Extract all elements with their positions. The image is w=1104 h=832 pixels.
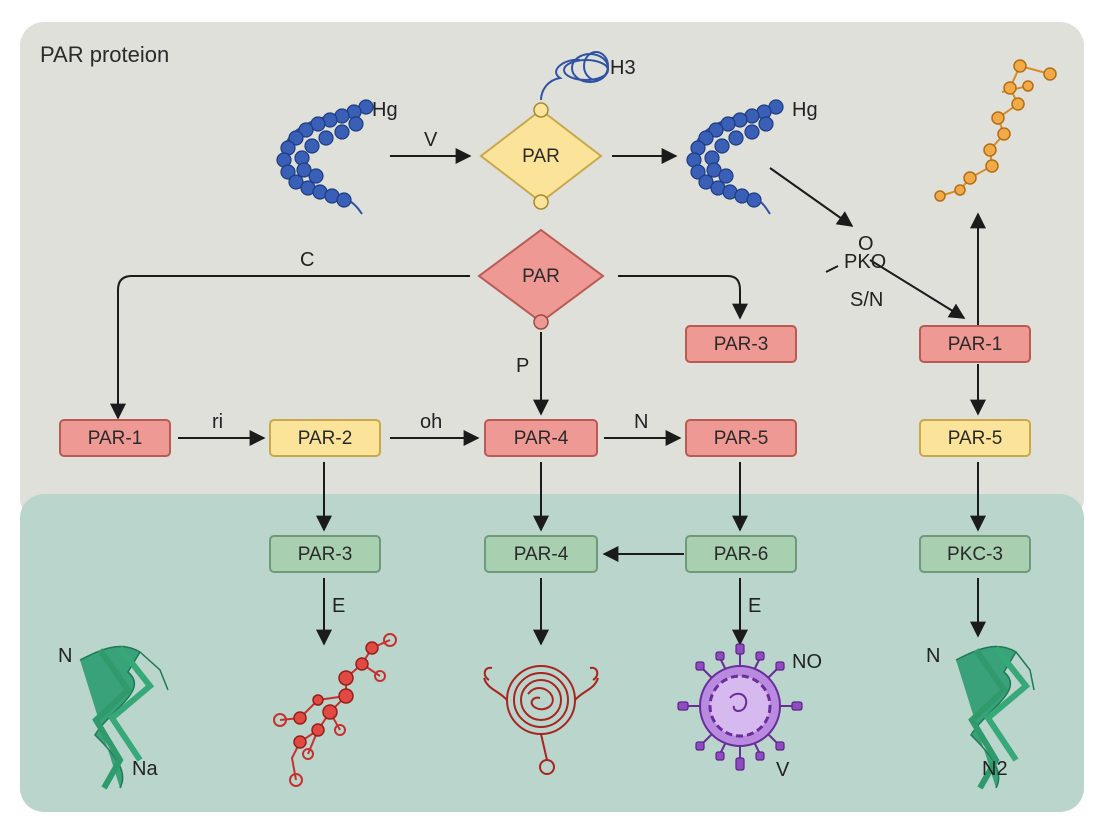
node-par5-right[interactable]: PAR-5 bbox=[919, 419, 1031, 457]
node-par4-lower-label: PAR-4 bbox=[514, 544, 569, 565]
node-par2[interactable]: PAR-2 bbox=[269, 419, 381, 457]
edge-label-sn: S/N bbox=[850, 289, 883, 311]
hg-left-label: Hg bbox=[372, 99, 398, 121]
edges bbox=[110, 148, 986, 646]
node-par4-lower[interactable]: PAR-4 bbox=[484, 535, 598, 573]
purple-virus-protein-icon bbox=[677, 643, 803, 771]
node-par3-lower[interactable]: PAR-3 bbox=[269, 535, 381, 573]
red-globular-protein-icon bbox=[483, 665, 599, 775]
blue-coil-ring-icon bbox=[540, 51, 609, 101]
node-par1-right[interactable]: PAR-1 bbox=[919, 325, 1031, 363]
edge-label-e-right: E bbox=[748, 595, 761, 617]
diamond-top-label: PAR bbox=[522, 146, 560, 167]
na-label: Na bbox=[132, 758, 158, 780]
node-par5-mid[interactable]: PAR-5 bbox=[685, 419, 797, 457]
n-right-label: N bbox=[926, 645, 940, 667]
node-par1-left[interactable]: PAR-1 bbox=[59, 419, 171, 457]
diamond-par-top[interactable]: PAR bbox=[479, 102, 603, 210]
edge-label-ri: ri bbox=[212, 411, 223, 433]
edge-label-v: V bbox=[424, 129, 438, 151]
blue-coil-protein-icon bbox=[276, 99, 374, 215]
node-par6[interactable]: PAR-6 bbox=[685, 535, 797, 573]
orange-chain-protein-icon bbox=[934, 59, 1057, 202]
node-par2-label: PAR-2 bbox=[298, 428, 353, 449]
node-par1-right-label: PAR-1 bbox=[948, 334, 1003, 355]
lower-panel bbox=[20, 494, 1084, 812]
node-par4-mid-label: PAR-4 bbox=[514, 428, 569, 449]
node-par4-mid[interactable]: PAR-4 bbox=[484, 419, 598, 457]
edge-label-c: C bbox=[300, 249, 314, 271]
h3-label: H3 bbox=[610, 57, 636, 79]
teal-beta-sheet-protein-icon bbox=[79, 645, 169, 790]
hg-right-label: Hg bbox=[792, 99, 818, 121]
red-branched-protein-icon bbox=[273, 633, 397, 787]
v-bottom-label: V bbox=[776, 759, 790, 781]
edge-label-pko: PKO bbox=[844, 251, 886, 273]
edge-label-oh: oh bbox=[420, 411, 442, 433]
edge-label-p: P bbox=[516, 355, 529, 377]
diamond-middle-label: PAR bbox=[522, 266, 560, 287]
node-par3-upper[interactable]: PAR-3 bbox=[685, 325, 797, 363]
node-par3-upper-label: PAR-3 bbox=[714, 334, 769, 355]
node-par5-mid-label: PAR-5 bbox=[714, 428, 769, 449]
no-label: NO bbox=[792, 651, 822, 673]
n-left-label: N bbox=[58, 645, 72, 667]
edge-label-e-left: E bbox=[332, 595, 345, 617]
edge-label-n: N bbox=[634, 411, 648, 433]
node-par6-label: PAR-6 bbox=[714, 544, 769, 565]
node-par5-right-label: PAR-5 bbox=[948, 428, 1003, 449]
node-pkc3[interactable]: PKC-3 bbox=[919, 535, 1031, 573]
edge-label-pko-circle: O bbox=[858, 233, 874, 255]
node-par1-left-label: PAR-1 bbox=[88, 428, 143, 449]
diagram-title: PAR proteion bbox=[40, 42, 169, 67]
blue-coil-protein-icon-right bbox=[686, 99, 784, 215]
node-pkc3-label: PKC-3 bbox=[947, 544, 1003, 565]
diamond-par-middle[interactable]: PAR bbox=[477, 228, 605, 330]
teal-beta-sheet-protein-icon-right bbox=[955, 645, 1035, 790]
node-par3-lower-label: PAR-3 bbox=[298, 544, 353, 565]
n2-label: N2 bbox=[982, 758, 1008, 780]
